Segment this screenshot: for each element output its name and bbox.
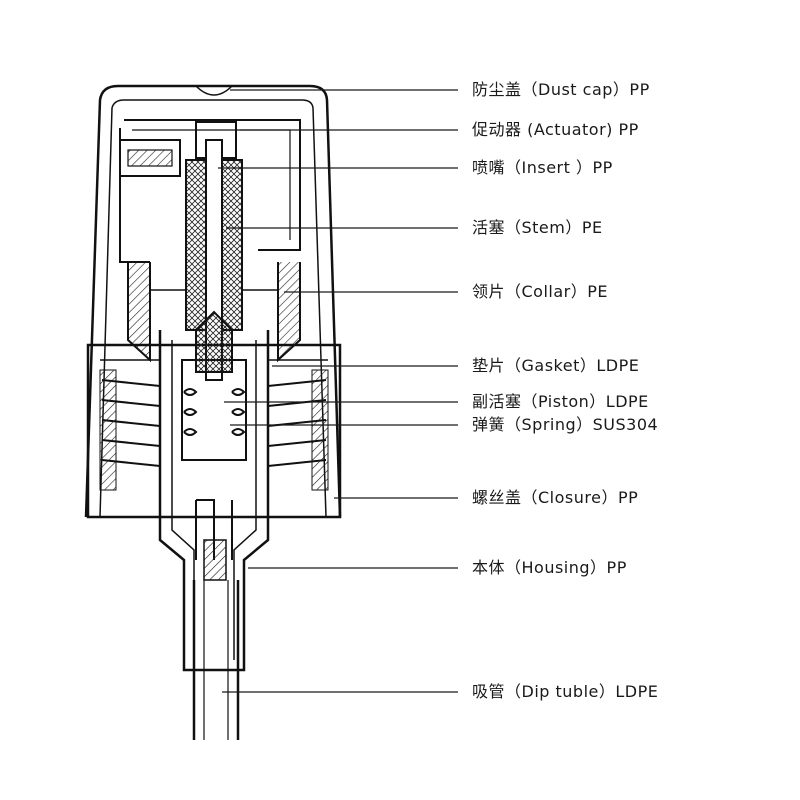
dust-cap (84, 84, 342, 518)
label-collar: 领片（Collar）PE (472, 282, 608, 301)
housing (158, 330, 270, 672)
spring (183, 388, 246, 436)
label-dip-tube: 吸管（Dip tuble）LDPE (472, 682, 659, 701)
label-spring: 弹簧（Spring）SUS304 (472, 415, 659, 434)
collar (127, 262, 151, 363)
label-gasket: 垫片（Gasket）LDPE (472, 356, 640, 375)
label-stem: 活塞（Stem）PE (472, 218, 603, 237)
piston (195, 310, 233, 373)
label-dust-cap: 防尘盖（Dust cap）PP (472, 80, 650, 99)
label-housing: 本体（Housing）PP (472, 558, 627, 577)
label-actuator: 促动器 (Actuator) PP (472, 120, 639, 139)
label-closure: 螺丝盖（Closure）PP (472, 488, 639, 507)
label-insert: 喷嘴（Insert ）PP (472, 158, 613, 177)
dip-tube (192, 580, 240, 740)
label-piston: 副活塞（Piston）LDPE (472, 392, 649, 411)
